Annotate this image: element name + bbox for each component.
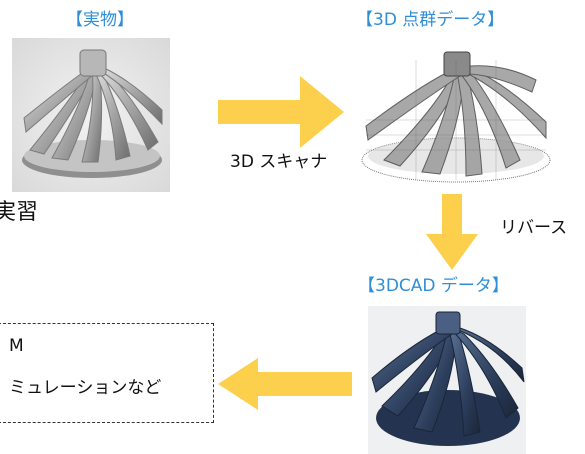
scanner-label: 3D スキャナ	[230, 152, 328, 172]
output-box: M ミュレーションなど	[0, 323, 214, 423]
point-cloud-heading: 【3D 点群データ】	[356, 10, 505, 30]
output-box-line2: ミュレーションなど	[9, 378, 162, 398]
point-cloud-image	[356, 40, 556, 192]
reverse-label: リバース	[500, 218, 568, 238]
left-fragment-text: 実習	[0, 200, 39, 225]
arrow-down	[426, 194, 478, 270]
real-impeller-photo	[12, 38, 170, 192]
arrow-right	[218, 76, 344, 148]
output-box-line1: M	[9, 336, 24, 356]
arrow-left	[218, 358, 352, 410]
cad-model-image	[368, 306, 526, 454]
real-object-heading: 【実物】	[66, 10, 134, 30]
cad-data-heading: 【3DCAD データ】	[358, 276, 509, 296]
